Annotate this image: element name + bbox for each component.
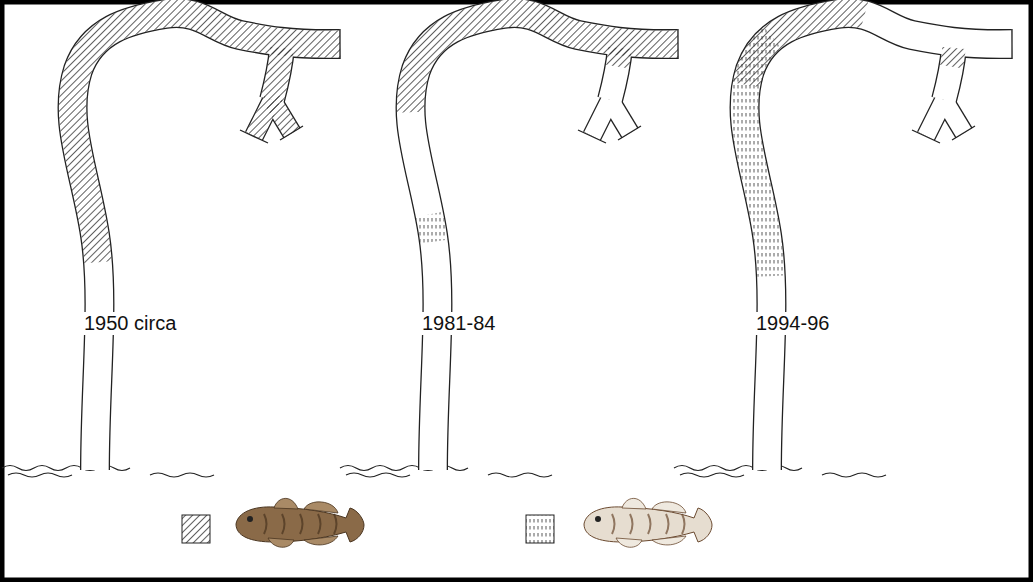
goby-range-a (944, 48, 954, 100)
goby-range-b (744, 13, 1012, 470)
goby-range-a (410, 13, 678, 470)
river-end (952, 126, 975, 140)
river-channel (272, 48, 282, 100)
river-channel (272, 100, 292, 133)
river-end (618, 126, 641, 140)
period-label: 1981-84 (420, 312, 497, 335)
river-outline (272, 100, 292, 133)
river-map (2, 13, 340, 477)
legend-swatch (526, 515, 554, 543)
river-end (1011, 29, 1012, 59)
river-channel (72, 13, 340, 470)
period-label: 1994-96 (754, 312, 831, 335)
goby-range-b (410, 13, 678, 470)
goby-range-a (744, 13, 1012, 470)
river-outline (944, 48, 954, 100)
river-end (339, 29, 340, 59)
goby-fish (236, 498, 364, 547)
river-outline (744, 13, 1012, 470)
period-label: 1950 circa (82, 312, 178, 335)
river-channel (410, 13, 678, 470)
river-outline (944, 100, 964, 133)
river-outline (610, 48, 620, 100)
river-outline (72, 13, 340, 470)
river-channel (610, 100, 630, 133)
river-outline (272, 48, 282, 100)
river-end (240, 130, 268, 143)
goby-fish (584, 498, 712, 547)
river-end (280, 126, 303, 140)
river-end (578, 130, 606, 143)
river-channel (744, 13, 1012, 470)
legend-swatch (182, 515, 210, 543)
river-channel (610, 48, 620, 100)
river-map (674, 13, 1012, 477)
river-end (677, 29, 678, 59)
river-channel (944, 100, 964, 133)
river-outline (610, 100, 630, 133)
river-outline (410, 13, 678, 470)
goby-range-a (72, 13, 340, 470)
goby-range-a (610, 48, 620, 100)
river-end (912, 130, 940, 143)
river-map (340, 13, 678, 477)
goby-range-a (272, 100, 292, 133)
goby-range-a (272, 48, 282, 100)
river-channel (944, 48, 954, 100)
